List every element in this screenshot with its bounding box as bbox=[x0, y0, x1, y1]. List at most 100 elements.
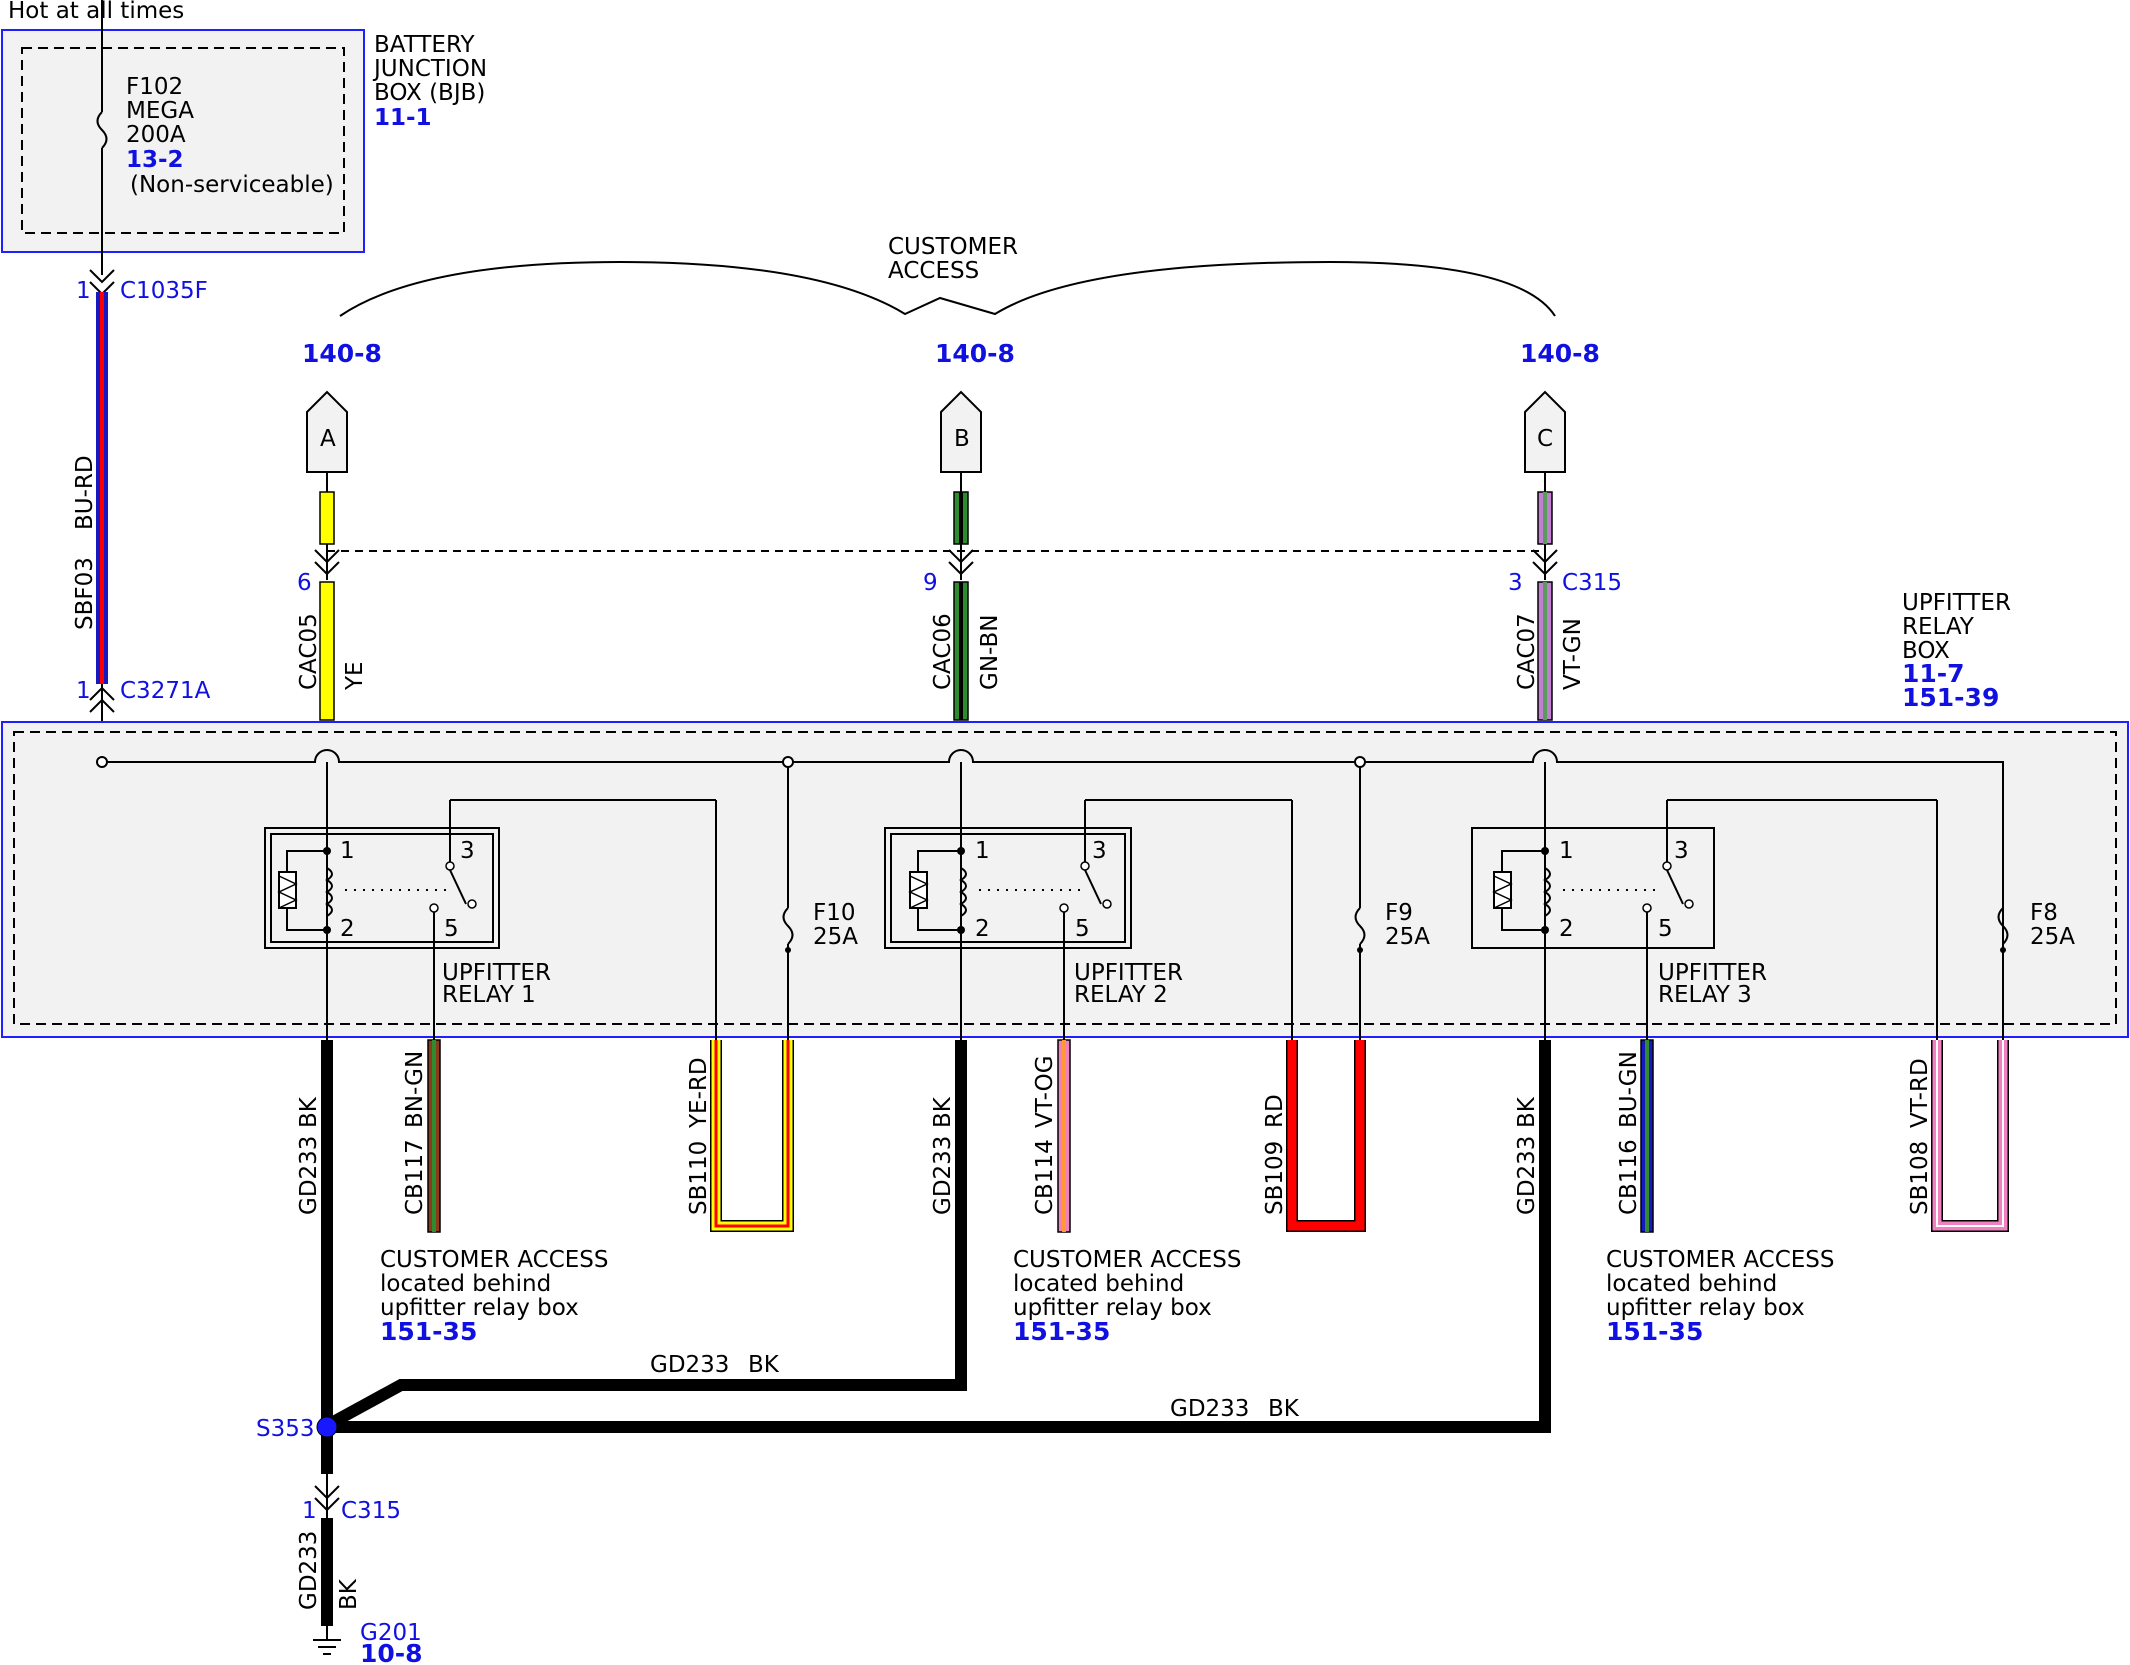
gd233-1-circuit: GD233 bbox=[296, 1136, 322, 1215]
cb114-color: VT-OG bbox=[1032, 1055, 1058, 1128]
f10-rating: 25A bbox=[813, 924, 858, 950]
bjb-title-2: JUNCTION bbox=[372, 56, 487, 82]
f8-fuse-symbol bbox=[1997, 907, 2009, 945]
access-a-pin: 6 bbox=[297, 570, 312, 596]
cac05-circuit: CAC05 bbox=[296, 613, 322, 690]
relay-box-title-3: BOX bbox=[1902, 638, 1950, 664]
bjb-title-1: BATTERY bbox=[374, 32, 475, 58]
cac06-color: GN-BN bbox=[977, 615, 1003, 691]
relay-2-pin-5: 5 bbox=[1075, 916, 1090, 942]
f8-name: F8 bbox=[2030, 900, 2058, 926]
relay-3-pin-5: 5 bbox=[1658, 916, 1673, 942]
relay-2-pin-1: 1 bbox=[975, 838, 990, 864]
relay-1-name-1: UPFITTER bbox=[442, 960, 551, 986]
cac06-circuit: CAC06 bbox=[930, 613, 956, 690]
c1035f-label: C1035F bbox=[120, 278, 208, 304]
gd233-ground-wire bbox=[321, 1518, 333, 1626]
cb114-circuit: CB114 bbox=[1032, 1139, 1058, 1215]
gd233-2-color: BK bbox=[930, 1096, 956, 1128]
f9-fuse-symbol bbox=[1354, 907, 1366, 945]
access-c-terminal bbox=[1524, 390, 1566, 473]
cb117-circuit: CB117 bbox=[402, 1139, 428, 1215]
f102-fuse-symbol bbox=[96, 111, 108, 149]
gd233-wire-1 bbox=[321, 1040, 333, 1420]
ca-note-1-line-1: CUSTOMER ACCESS bbox=[380, 1247, 609, 1273]
relay-2-name-1: UPFITTER bbox=[1074, 960, 1183, 986]
ground-wire-circuit: GD233 bbox=[296, 1531, 322, 1610]
ca-note-3-line-1: CUSTOMER ACCESS bbox=[1606, 1247, 1835, 1273]
ca-note-2-line-3: upfitter relay box bbox=[1013, 1295, 1212, 1321]
ca-note-3-line-2: located behind bbox=[1606, 1271, 1777, 1297]
f102-rating: 200A bbox=[126, 122, 186, 148]
ground-run-1-color: BK bbox=[748, 1352, 780, 1378]
access-b-ref: 140-8 bbox=[935, 339, 1015, 368]
gd233-wire-2 bbox=[323, 1040, 967, 1432]
ground-wire-color: BK bbox=[336, 1578, 362, 1610]
relay-2-pin-2: 2 bbox=[975, 916, 990, 942]
sb109-circuit: SB109 bbox=[1262, 1141, 1288, 1215]
sb109-color: RD bbox=[1262, 1094, 1288, 1128]
access-c-letter: C bbox=[1537, 426, 1553, 452]
ground-run-2-circuit: GD233 bbox=[1170, 1396, 1249, 1422]
f102-name: F102 bbox=[126, 74, 183, 100]
cb116-color: BU-GN bbox=[1616, 1051, 1642, 1128]
sb108-color: VT-RD bbox=[1907, 1058, 1933, 1128]
relay-1-name-2: RELAY 1 bbox=[442, 982, 536, 1008]
upfitter-relay-2: 1 2 3 5 UPFITTER RELAY 2 bbox=[884, 762, 1293, 1040]
c3271a-label: C3271A bbox=[120, 678, 211, 704]
ca-note-1-line-2: located behind bbox=[380, 1271, 551, 1297]
relay-3-name-1: UPFITTER bbox=[1658, 960, 1767, 986]
c315-top-label: C315 bbox=[1562, 570, 1622, 596]
relay-box-title-1: UPFITTER bbox=[1902, 590, 2011, 616]
top-note: Hot at all times bbox=[8, 0, 184, 24]
access-b-pin: 9 bbox=[923, 570, 938, 596]
bjb-title-3: BOX (BJB) bbox=[374, 80, 485, 106]
customer-access-title-2: ACCESS bbox=[888, 258, 979, 284]
c3271a-pin: 1 bbox=[76, 678, 91, 704]
f102-ref: 13-2 bbox=[126, 147, 184, 173]
gd233-3-color: BK bbox=[1514, 1096, 1540, 1128]
cb116-circuit: CB116 bbox=[1616, 1139, 1642, 1215]
cac05-color: YE bbox=[342, 661, 368, 691]
s353-label: S353 bbox=[256, 1416, 315, 1442]
relay-3-pin-2: 2 bbox=[1559, 916, 1574, 942]
g201-ref: 10-8 bbox=[360, 1639, 423, 1665]
relay-box-ref-1: 11-7 bbox=[1902, 659, 1965, 688]
sb110-wire bbox=[710, 1040, 794, 1232]
c315-bottom-pin: 1 bbox=[302, 1498, 317, 1524]
ground-run-2-color: BK bbox=[1268, 1396, 1300, 1422]
f102-note: (Non-serviceable) bbox=[130, 172, 334, 198]
access-b-letter: B bbox=[954, 426, 970, 452]
upfitter-relay-1: 1 2 3 5 UPFITTER RELAY 1 bbox=[264, 762, 717, 1040]
f9-rating: 25A bbox=[1385, 924, 1430, 950]
bjb-ref: 11-1 bbox=[374, 105, 432, 131]
cac07-color: VT-GN bbox=[1560, 618, 1586, 690]
relay-1-pin-2: 2 bbox=[340, 916, 355, 942]
f9-name: F9 bbox=[1385, 900, 1413, 926]
ca-note-3-line-3: upfitter relay box bbox=[1606, 1295, 1805, 1321]
sbf03-circuit: SBF03 bbox=[72, 557, 98, 630]
access-a-ref: 140-8 bbox=[302, 339, 382, 368]
ca-note-3-ref: 151-35 bbox=[1606, 1317, 1703, 1346]
gd233-3-circuit: GD233 bbox=[1514, 1136, 1540, 1215]
f10-fuse-symbol bbox=[782, 907, 794, 945]
f10-name: F10 bbox=[813, 900, 856, 926]
relay-3-pin-1: 1 bbox=[1559, 838, 1574, 864]
relay-box-ref-2: 151-39 bbox=[1902, 683, 1999, 712]
g201-label: G201 bbox=[360, 1620, 422, 1646]
relay-1-pin-3: 3 bbox=[460, 838, 475, 864]
relay-1-pin-1: 1 bbox=[340, 838, 355, 864]
s353-splice bbox=[316, 1416, 338, 1438]
sbf03-color: BU-RD bbox=[72, 455, 98, 530]
sb110-color: YE-RD bbox=[686, 1057, 712, 1129]
gd233-wire-3 bbox=[326, 1040, 1551, 1433]
sb108-circuit: SB108 bbox=[1907, 1141, 1933, 1215]
relay-box-title-2: RELAY bbox=[1902, 614, 1975, 640]
relay-2-pin-3: 3 bbox=[1092, 838, 1107, 864]
relay-box-bus bbox=[102, 749, 2004, 1000]
f8-rating: 25A bbox=[2030, 924, 2075, 950]
c315-bottom-label: C315 bbox=[341, 1498, 401, 1524]
ca-note-2-ref: 151-35 bbox=[1013, 1317, 1110, 1346]
ground-run-1-circuit: GD233 bbox=[650, 1352, 729, 1378]
